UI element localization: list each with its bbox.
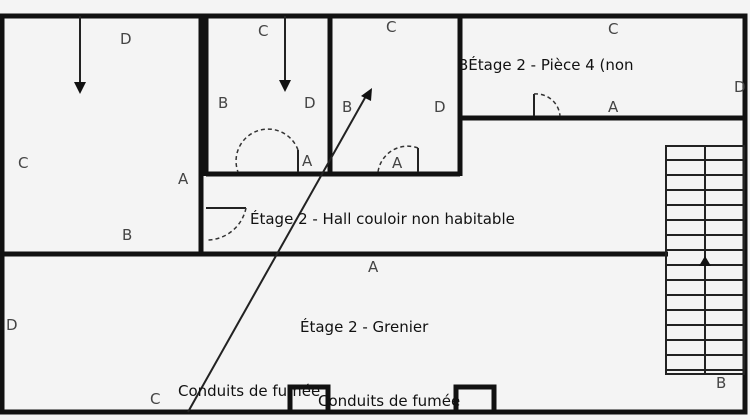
door-hall (206, 207, 247, 241)
label-hall-bottom: A (368, 258, 379, 276)
label-grenier-left: D (6, 316, 18, 334)
arrow-room1 (74, 16, 86, 94)
arrow-diagonal (187, 88, 372, 413)
label-r3-right: D (434, 98, 446, 116)
outer-wall (0, 13, 748, 415)
stairs-arrow-icon (699, 256, 711, 266)
label-grenier-right: B (716, 374, 726, 392)
room-label-hall: Étage 2 - Hall couloir non habitable (250, 209, 515, 228)
label-r2-right: D (304, 94, 316, 112)
door-room4 (533, 93, 561, 117)
label-r1-top: D (120, 30, 132, 48)
room-label-piece4: BÉtage 2 - Pièce 4 (non (458, 55, 634, 74)
label-r1-left: C (18, 154, 28, 172)
label-r4-top: C (608, 20, 618, 38)
label-grenier-bottom: C (150, 390, 160, 408)
stairs (665, 145, 745, 375)
label-r2-door: A (302, 152, 313, 170)
room-label-conduits-2: Conduits de fumée (318, 392, 460, 410)
door-room2 (235, 128, 299, 173)
room-label-grenier: Étage 2 - Grenier (300, 317, 429, 336)
arrow-room2 (279, 16, 291, 92)
label-r4-door: A (608, 98, 619, 116)
label-r1-bottom: B (122, 226, 132, 244)
label-r4-right: D (734, 78, 746, 96)
room-label-conduits-1: Conduits de fumée (178, 382, 320, 400)
label-r1-right: A (178, 170, 189, 188)
chimney-1 (287, 384, 331, 412)
door-room3 (377, 145, 419, 173)
chimney-2 (453, 384, 497, 412)
label-r2-top: C (258, 22, 268, 40)
label-r3-top: C (386, 18, 396, 36)
label-r3-left: B (342, 98, 352, 116)
label-r3-door: A (392, 154, 403, 172)
label-r2-left: B (218, 94, 228, 112)
